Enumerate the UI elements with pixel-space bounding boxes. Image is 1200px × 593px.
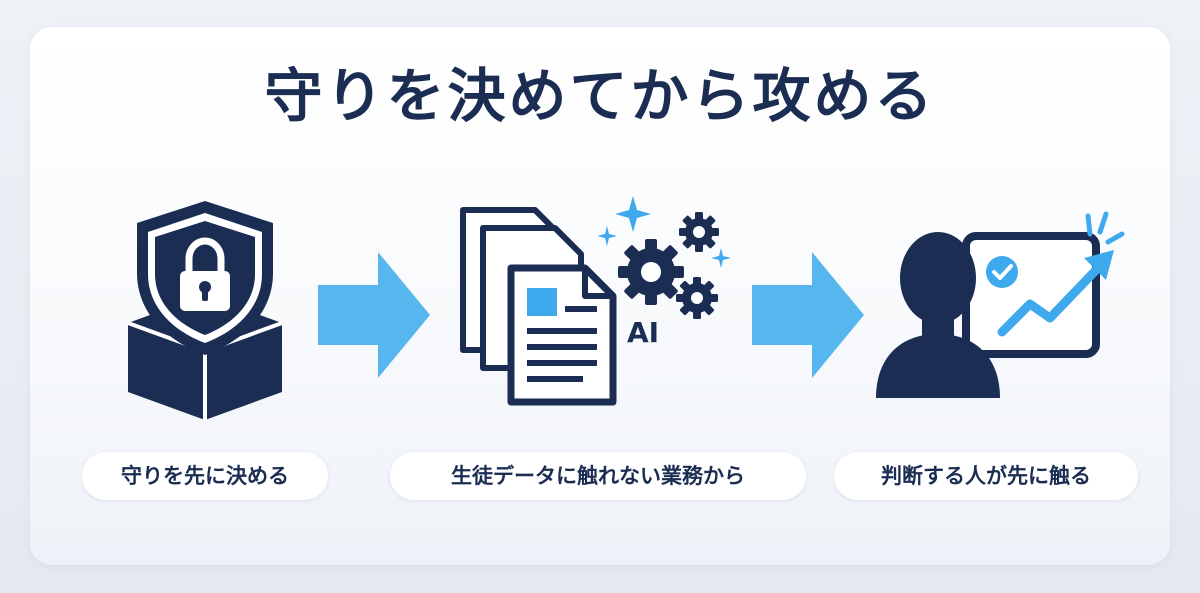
arrow-right-icon (318, 252, 430, 382)
arrow-right-icon (752, 252, 864, 382)
ai-text: AI (627, 316, 659, 349)
page-title: 守りを決めてから攻める (264, 62, 936, 130)
documents-ai-gears-icon: AI (455, 190, 745, 412)
person-chart-icon (870, 200, 1140, 405)
step-label-3: 判断する人が先に触る (834, 452, 1138, 500)
shield-lock-icon (118, 195, 293, 425)
step-label-1: 守りを先に決める (82, 452, 328, 500)
step-label-2: 生徒データに触れない業務から (390, 452, 806, 500)
